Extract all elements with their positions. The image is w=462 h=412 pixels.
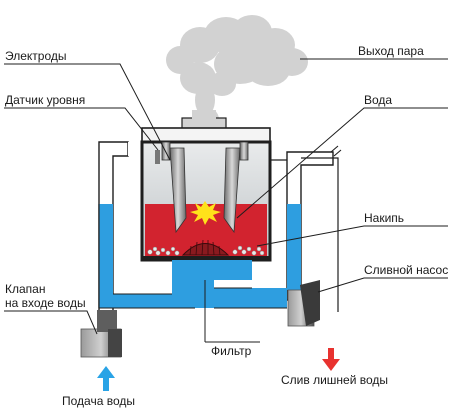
- label-scale: Накипь: [364, 211, 404, 225]
- inlet-pipe: [98, 141, 195, 326]
- label-water-supply: Подача воды: [62, 394, 135, 408]
- label-inlet-valve-1: Клапан: [5, 282, 45, 296]
- inlet-valve: [80, 310, 122, 358]
- label-filter: Фильтр: [211, 344, 252, 358]
- leader-lines: [4, 58, 448, 343]
- arrow-up-icon: [97, 366, 115, 391]
- label-inlet-valve-2: на входе воды: [5, 296, 86, 310]
- drain-pump: [287, 280, 320, 327]
- label-steam-outlet: Выход пара: [358, 44, 424, 58]
- label-excess-drain: Слив лишней воды: [281, 373, 388, 387]
- steam-cylinder: [140, 110, 272, 280]
- electrodes: [155, 141, 249, 234]
- label-drain-pump: Сливной насос: [364, 263, 448, 277]
- steam-cloud-icon: [166, 15, 308, 130]
- scale-particles: [147, 245, 265, 256]
- arrow-down-icon: [322, 348, 340, 371]
- spark-icon: [190, 201, 221, 225]
- label-electrodes: Электроды: [5, 49, 67, 63]
- label-level-sensor: Датчик уровня: [5, 93, 85, 107]
- label-water: Вода: [364, 93, 392, 107]
